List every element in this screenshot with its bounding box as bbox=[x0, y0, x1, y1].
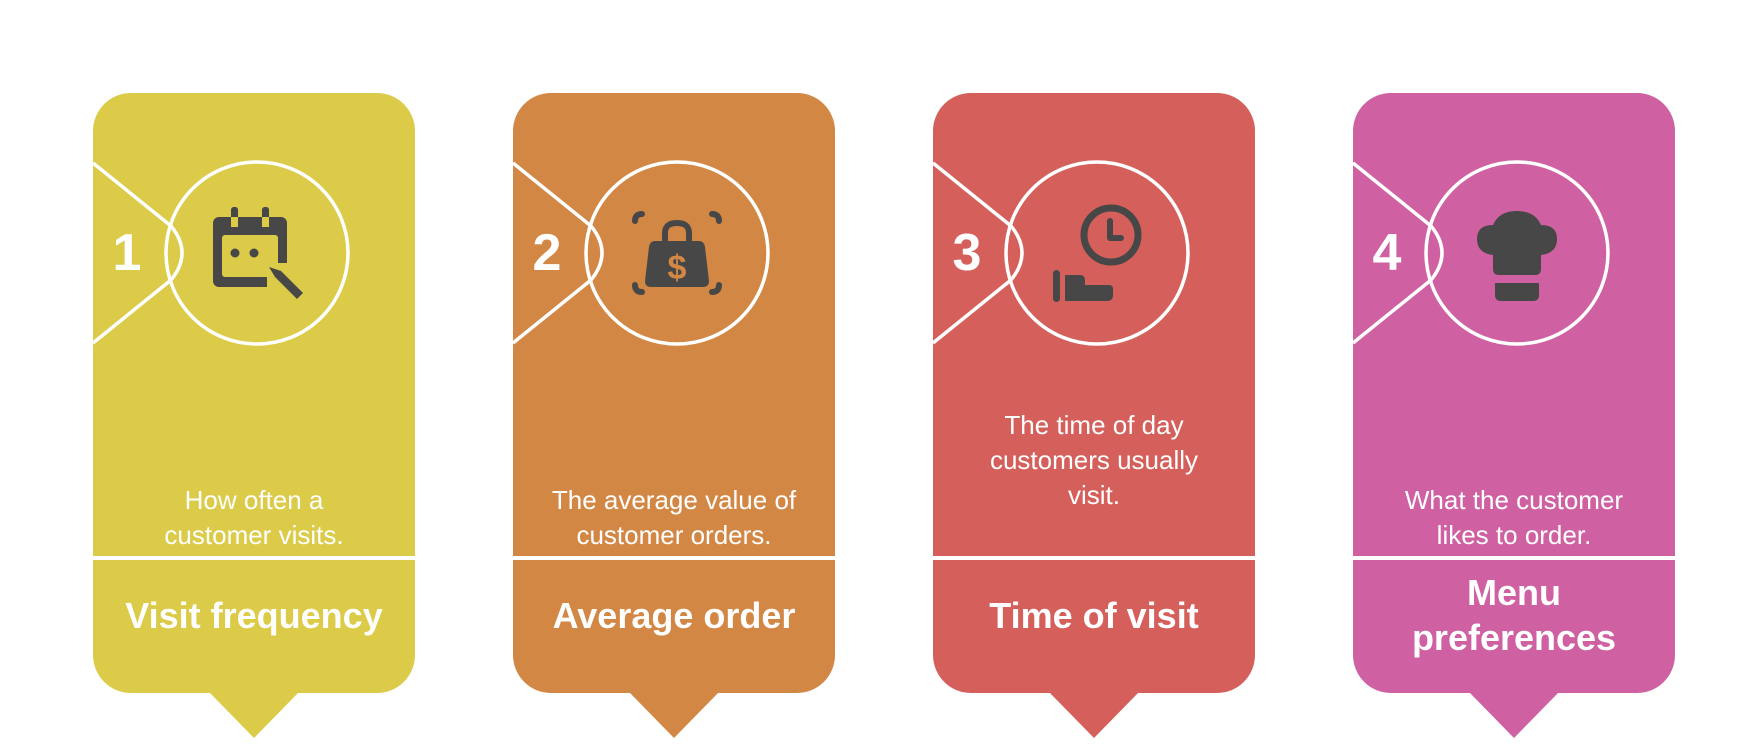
card-menu-preferences: 4 What the customer likes to order. Menu… bbox=[1353, 93, 1675, 738]
pointer-arrow bbox=[1049, 692, 1139, 738]
divider bbox=[1353, 556, 1675, 560]
chevron-circle-decoration bbox=[513, 160, 770, 346]
card-description: The time of day customers usually visit. bbox=[989, 410, 1199, 510]
divider bbox=[513, 556, 835, 560]
chef-hat-icon bbox=[1477, 211, 1557, 301]
card-average-order: 2 $ The average value of customer orders… bbox=[513, 93, 835, 738]
step-number: 3 bbox=[952, 224, 982, 282]
pointer-arrow bbox=[629, 692, 719, 738]
shopping-bag-dollar-icon: $ bbox=[632, 211, 722, 295]
card-background: 2 $ The average value of customer orders… bbox=[513, 93, 835, 693]
svg-text:$: $ bbox=[668, 249, 687, 287]
card-background: 1 How often a customer visits. Visit fre… bbox=[93, 93, 415, 693]
calendar-edit-icon bbox=[213, 207, 307, 299]
card-title: Menu preferences bbox=[1411, 572, 1617, 658]
chevron-circle-decoration bbox=[933, 160, 1190, 346]
card-background: 3 The time of day customers usually visi… bbox=[933, 93, 1255, 693]
divider bbox=[93, 556, 415, 560]
card-description: What the customer likes to order. bbox=[1404, 485, 1624, 550]
card-title: Average order bbox=[552, 594, 796, 636]
step-number: 1 bbox=[112, 224, 142, 282]
chevron-circle-decoration bbox=[1353, 160, 1610, 346]
chevron-circle-decoration bbox=[93, 160, 350, 346]
card-title: Time of visit bbox=[989, 594, 1199, 636]
hand-clock-icon bbox=[1053, 204, 1142, 302]
card-description: How often a customer visits. bbox=[164, 485, 344, 550]
step-number: 2 bbox=[532, 224, 562, 282]
card-background: 4 What the customer likes to order. Menu… bbox=[1353, 93, 1675, 693]
card-time-of-visit: 3 The time of day customers usually visi… bbox=[933, 93, 1255, 738]
pointer-arrow bbox=[1469, 692, 1559, 738]
card-title: Visit frequency bbox=[125, 594, 383, 636]
card-visit-frequency: 1 How often a customer visits. Visit fre… bbox=[93, 93, 415, 738]
pointer-arrow bbox=[209, 692, 299, 738]
divider bbox=[933, 556, 1255, 560]
step-number: 4 bbox=[1372, 224, 1402, 282]
card-description: The average value of customer orders. bbox=[551, 485, 797, 550]
